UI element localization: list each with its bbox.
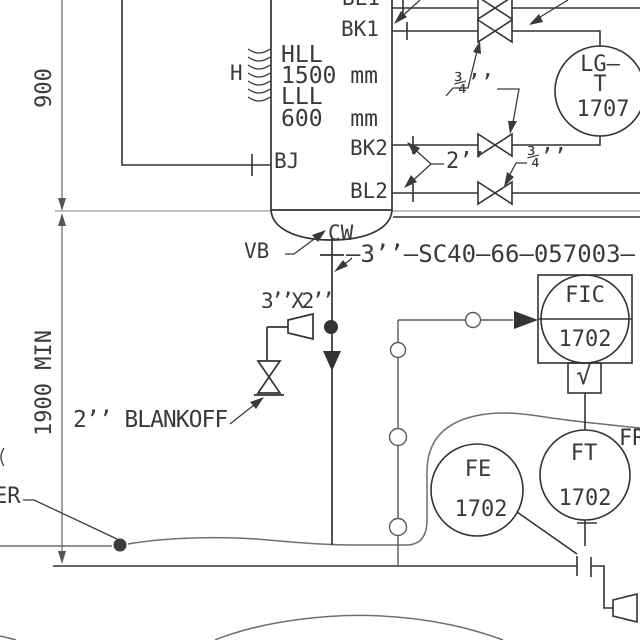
vessel-outline [247,0,393,241]
nozzle-vb-label: VB [244,239,270,263]
instrument-bubble-fe [430,443,524,537]
fic-tag-label: 1702 [558,327,612,352]
pipe-size-34in-label-1: ¾’’ [454,71,494,96]
nozzle-cw-label: CW [328,221,354,245]
pipe-line-tag: –3’’–SC40–66–057003– [346,240,635,268]
gate-valve-icon [256,360,282,394]
lg-tag-line2: T [593,72,607,97]
fe-name-label: FE [464,457,492,482]
gate-valve-icon [477,18,513,44]
tee-dot [324,320,338,334]
lll-label: LLL [281,84,323,110]
nozzle-bk1-label: BK1 [341,17,379,41]
nozzle-h-label: H [230,61,243,85]
nozzle-bl1-label: BL1 [342,0,380,9]
fe-tag-label: 1702 [454,497,508,522]
nozzle-bl2-label: BL2 [350,179,388,203]
hll-value: 1500 mm [281,63,378,89]
er-partial-label: ER [0,484,21,509]
connection-dot [113,538,127,552]
signal-arrow-icon [514,311,538,329]
flow-arrow-icon [323,351,341,371]
ft-name-label: FT [570,441,598,466]
signal-lines [388,311,538,565]
pipe-size-2in-label: 2’’ [446,149,486,174]
sqrt-symbol: √ [576,361,592,391]
dim-900-label: 900 [32,68,57,108]
dim-1900-label: 1900 MIN [32,330,57,436]
fr-partial-label: FR [619,426,640,451]
lg-tag-line1: LG– [580,52,620,77]
nozzle-bj-label: BJ [274,149,300,173]
lg-tag-number: 1707 [576,97,630,122]
instrument-bubble-lg [554,45,640,137]
nozzle-bk2-label: BK2 [350,136,388,160]
gate-valve-icon [477,132,513,158]
vessel-bottom-head [270,209,393,241]
pipe-size-34in-label-2: ¾’’ [527,145,567,170]
orifice-flange-ticks [576,556,592,577]
lll-value: 600 mm [281,106,378,132]
gate-valve-icon [477,180,513,206]
level-gauge-coil-icon [247,48,271,102]
hll-label: HLL [281,42,323,68]
bottom-pipe [53,556,638,624]
reducer-icon [287,312,314,341]
reducer-size-label: 3’’X2’’ [261,289,335,313]
main-pipe [254,237,344,545]
leader-lines [0,0,569,540]
lower-process-lines [0,412,640,640]
instrument-fe-ft [430,429,631,555]
instrument-fic [537,274,633,430]
gate-valve-icon [477,0,513,21]
blankoff-note-label: 2’’ BLANKOFF [73,407,228,433]
fic-name-label: FIC [565,283,605,308]
ft-tag-label: 1702 [558,486,612,511]
reducer-icon [612,592,638,624]
